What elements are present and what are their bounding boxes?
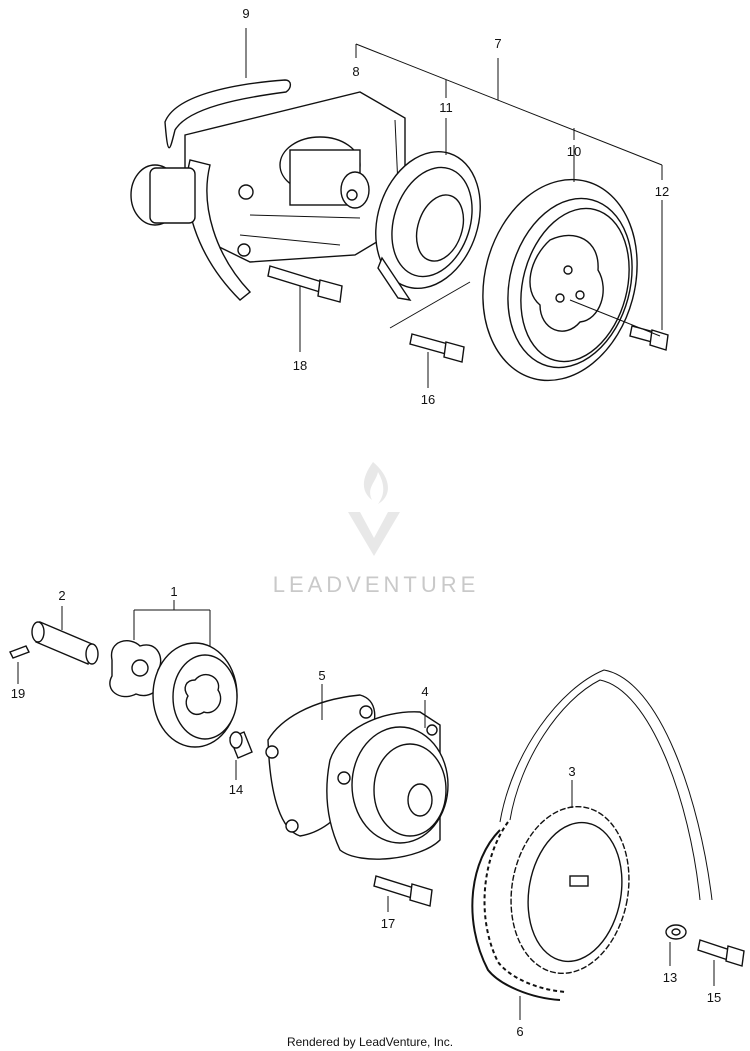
callout-16: 16	[421, 392, 435, 407]
callout-8: 8	[352, 64, 359, 79]
pump-body-4	[326, 700, 449, 860]
callout-10: 10	[567, 144, 581, 159]
outer-rotor	[152, 642, 238, 748]
callout-12: 12	[655, 184, 669, 199]
callout-14: 14	[229, 782, 243, 797]
gasket-9	[164, 28, 292, 149]
leadventure-logo-icon	[348, 462, 400, 556]
pump-housing-upper	[130, 91, 406, 301]
washer-13	[665, 924, 687, 966]
group-bracket-1	[133, 600, 211, 650]
callout-1: 1	[170, 584, 177, 599]
callout-11: 11	[439, 100, 453, 115]
callout-13: 13	[663, 970, 677, 985]
callout-6: 6	[516, 1024, 523, 1039]
callout-7: 7	[494, 36, 501, 51]
callout-19: 19	[11, 686, 25, 701]
bolt-16	[389, 281, 471, 388]
pin-19	[9, 645, 30, 684]
callout-15: 15	[707, 990, 721, 1005]
collar-14	[229, 731, 253, 780]
chain-6	[471, 669, 713, 1020]
callout-9: 9	[242, 6, 249, 21]
callout-4: 4	[421, 684, 428, 699]
plate-11	[375, 118, 481, 301]
footer-credit: Rendered by LeadVenture, Inc.	[287, 1035, 453, 1049]
bolt-18	[267, 265, 343, 352]
bolt-15	[697, 939, 745, 986]
callout-18: 18	[293, 358, 307, 373]
callout-3: 3	[568, 764, 575, 779]
sprocket-3	[510, 780, 630, 975]
group-bracket-7	[355, 43, 663, 180]
callout-2: 2	[58, 588, 65, 603]
watermark-brand: LEADVENTURE	[273, 572, 480, 597]
bolt-17	[373, 875, 433, 912]
bolt-12	[569, 200, 669, 351]
callout-17: 17	[381, 916, 395, 931]
shaft-2	[31, 606, 99, 665]
pulley-10	[482, 145, 638, 382]
callout-5: 5	[318, 668, 325, 683]
